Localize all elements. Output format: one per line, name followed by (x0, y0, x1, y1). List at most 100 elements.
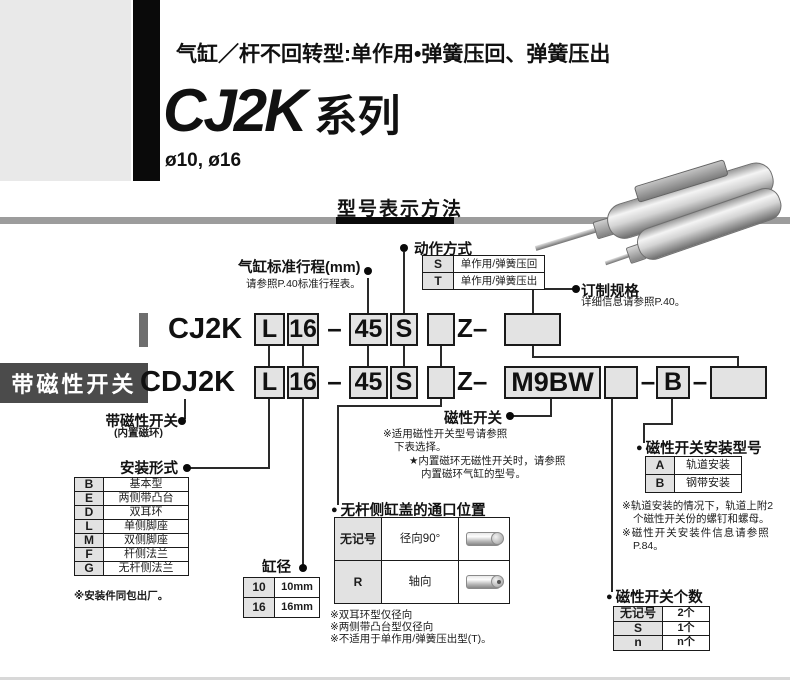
order-label: 订制规格 (581, 284, 639, 300)
port-label: 无杆侧缸盖的通口位置 (331, 499, 486, 520)
withswitch-label: 带磁性开关 (105, 414, 179, 430)
smount-connector-h (643, 423, 673, 425)
port-note-1: ※双耳环型仅径向 (330, 609, 413, 621)
row2-switch-box: M9BW (504, 366, 601, 399)
order-link-h (532, 356, 739, 358)
smount-desc: 钢带安装 (674, 474, 742, 493)
row2-bore-box: 16 (287, 366, 319, 399)
mount-code: E (74, 491, 104, 506)
row1-mount-box: L (254, 313, 285, 346)
row2-stroke-box: 45 (349, 366, 388, 399)
port-desc: 轴向 (381, 560, 459, 604)
smount-label: 磁性开关安装型号 (636, 437, 762, 458)
action-code: S (422, 255, 454, 273)
order-connector-h (532, 288, 574, 290)
mounting-bullet (183, 464, 191, 472)
qty-desc: 1个 (662, 620, 710, 636)
mount-code: F (74, 547, 104, 562)
action-code: T (422, 272, 454, 290)
switch-label: 磁性开关 (444, 411, 502, 427)
mount-desc: 无杆侧法兰 (103, 561, 189, 576)
model-code-cdj2k: CDJ2K (140, 366, 236, 398)
row2-z: Z– (457, 366, 488, 396)
bore-code: 16 (243, 597, 275, 618)
bore-sizes: ø10, ø16 (165, 150, 242, 171)
port-connector-h (337, 405, 442, 407)
row1-action-box: S (390, 313, 418, 346)
table-row: S 单作用/弹簧压回 (422, 255, 545, 273)
page-subtitle: 气缸／杆不回转型:单作用•弹簧压回、弹簧压出 (176, 43, 611, 66)
port-connector-v2 (337, 405, 339, 505)
withswitch-bullet (178, 417, 186, 425)
mounting-label: 安装形式 (120, 461, 178, 477)
stroke-label: 气缸标准行程(mm) (238, 260, 361, 276)
interrow-line-port (440, 346, 442, 366)
port-note-2: ※两侧带凸台型仅径向 (330, 621, 434, 633)
action-connector (403, 252, 405, 313)
port-table: 无记号 径向90° R 轴向 (334, 517, 510, 604)
row2-action-box: S (390, 366, 418, 399)
mount-desc: 单侧脚座 (103, 519, 189, 534)
row2-dash: – (327, 366, 342, 396)
row1-order-box (504, 313, 561, 346)
series-name: CJ2K (163, 77, 307, 144)
mounting-connector-v (268, 399, 270, 469)
smount-note-1: ※轨道安装的情况下，轨道上附2 (622, 500, 774, 512)
action-bullet (400, 244, 408, 252)
interrow-line-bore (302, 346, 304, 366)
port-radial-cylinder-icon (466, 532, 504, 546)
corner-gray-block (0, 0, 131, 181)
port-note-3: ※不适用于单作用/弹簧压出型(T)。 (330, 633, 492, 645)
cylinder-body (602, 158, 778, 244)
switch-bullet (506, 412, 514, 420)
row1-z: Z– (457, 313, 488, 343)
order-link-v2 (737, 356, 739, 366)
left-black-bar (133, 0, 160, 181)
bore-connector (302, 399, 304, 567)
order-connector-v (532, 289, 534, 313)
qty-code: S (613, 620, 663, 636)
switch-star-note-2: 内置磁环气缸的型号。 (421, 468, 526, 480)
switch-star-note-1: ★内置磁环无磁性开关时，请参照 (409, 455, 566, 467)
cylinder-photo-basic (591, 164, 790, 295)
action-label: 动作方式 (414, 242, 472, 258)
mount-code: D (74, 505, 104, 520)
series-suffix: 系列 (314, 93, 401, 141)
with-switch-band: 带磁性开关 (0, 363, 148, 403)
table-row: T 单作用/弹簧压出 (422, 272, 545, 290)
port-image-cell (458, 517, 510, 561)
smount-code: B (645, 474, 675, 493)
row2-order-box (710, 366, 767, 399)
switch-note-1: ※适用磁性开关型号请参照 (383, 428, 508, 440)
mount-desc: 双耳环 (103, 505, 189, 520)
smount-desc: 轨道安装 (674, 456, 742, 475)
piston-rod (604, 252, 633, 266)
rod-cover (625, 242, 648, 265)
order-link-v1 (532, 346, 534, 357)
row1-dash: – (327, 313, 342, 343)
switch-note-2: 下表选择。 (394, 441, 447, 453)
qty-code: 无记号 (613, 606, 663, 622)
withswitch-sub: (内置磁环) (114, 427, 163, 439)
switch-connector-v (550, 399, 552, 417)
order-note: 详细信息请参照P.40。 (581, 296, 686, 308)
cylinder-photo-with-switch (520, 120, 790, 288)
bore-bullet (299, 564, 307, 572)
interrow-line-mount (268, 346, 270, 366)
smount-note-4: P.84。 (633, 540, 664, 552)
row2-smount-box: B (656, 366, 690, 399)
model-code-cj2k: CJ2K (168, 313, 243, 345)
row2-dash3: – (692, 366, 708, 396)
row1-stroke-box: 45 (349, 313, 388, 346)
